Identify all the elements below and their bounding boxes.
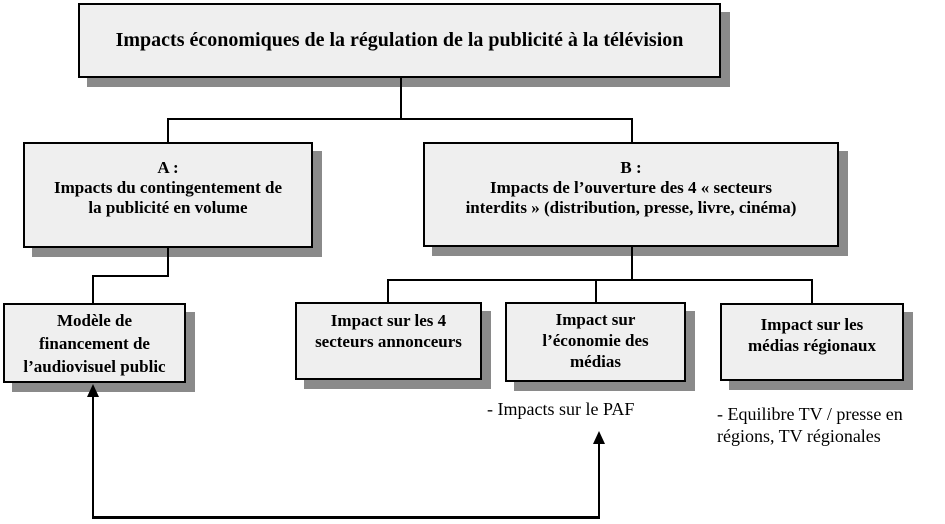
- note-paf: - Impacts sur le PAF: [487, 399, 635, 419]
- connector-branch-a-drop: [167, 119, 169, 142]
- leaf-advertiser-sectors-box: Impact sur les 4 secteurs annonceurs: [295, 302, 482, 380]
- leaf-media-economy-box: Impact sur l’économie des médias: [505, 302, 686, 382]
- connector-root-split-bar: [167, 118, 633, 120]
- branch-b-line-1: Impacts de l’ouverture des 4 « secteurs: [489, 178, 773, 197]
- leaf-regional-media-line-1: Impact sur les: [760, 315, 864, 334]
- leaf-media-economy-line-2: l’économie des: [542, 331, 649, 350]
- leaf-advertiser-sectors-line-1: Impact sur les 4: [330, 311, 447, 330]
- branch-a-heading: A :: [157, 158, 179, 177]
- note-equilibre: - Equilibre TV / presse en régions, TV r…: [717, 403, 903, 447]
- root-title-box: Impacts économiques de la régulation de …: [78, 3, 721, 78]
- connector-feedback-right: [598, 441, 600, 518]
- connector-branch-b-drop: [631, 119, 633, 142]
- connector-sectors-drop: [387, 280, 389, 302]
- connector-b-split-bar: [387, 279, 813, 281]
- connector-model-drop: [92, 276, 94, 303]
- note-equilibre-line-1: - Equilibre TV / presse en: [717, 404, 903, 424]
- branch-a-box: A : Impacts du contingentement de la pub…: [23, 142, 313, 248]
- connector-branch-a-stem: [167, 248, 169, 277]
- connector-branch-b-stem: [631, 247, 633, 280]
- leaf-financing-model-line-2: financement de: [39, 334, 150, 353]
- leaf-financing-model-box: Modèle de financement de l’audiovisuel p…: [3, 303, 186, 383]
- leaf-financing-model-line-3: l’audiovisuel public: [23, 357, 166, 376]
- connector-root-stem: [400, 78, 402, 119]
- connector-media-economy-drop: [595, 280, 597, 302]
- connector-regional-media-drop: [811, 280, 813, 303]
- branch-a-line-1: Impacts du contingentement de: [53, 178, 283, 197]
- branch-b-heading: B :: [620, 158, 642, 177]
- leaf-financing-model-line-1: Modèle de: [56, 311, 133, 330]
- branch-b-line-2: interdits » (distribution, presse, livre…: [465, 198, 797, 217]
- branch-b-box: B : Impacts de l’ouverture des 4 « secte…: [423, 142, 839, 247]
- connector-feedback-left: [92, 394, 94, 518]
- leaf-media-economy-line-3: médias: [570, 352, 621, 371]
- root-title-label: Impacts économiques de la régulation de …: [115, 29, 684, 51]
- leaf-regional-media-line-2: médias régionaux: [748, 336, 876, 355]
- leaf-media-economy-line-1: Impact sur: [555, 310, 636, 329]
- branch-a-line-2: la publicité en volume: [88, 198, 248, 217]
- connector-branch-a-elbow: [92, 275, 169, 277]
- note-equilibre-line-2: régions, TV régionales: [717, 426, 881, 446]
- arrow-up-icon: [87, 384, 99, 397]
- connector-feedback-bottom: [92, 516, 600, 519]
- arrow-up-icon: [593, 431, 605, 444]
- leaf-regional-media-box: Impact sur les médias régionaux: [720, 303, 904, 381]
- leaf-advertiser-sectors-line-2: secteurs annonceurs: [315, 332, 462, 351]
